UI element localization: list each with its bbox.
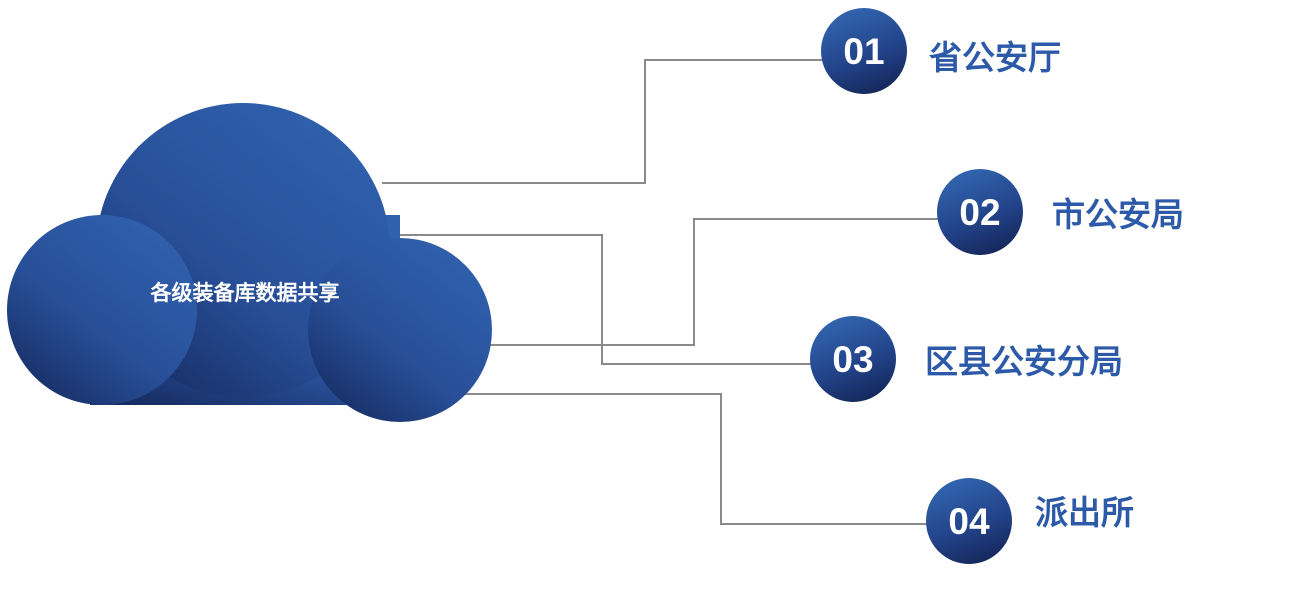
node-02-ball [937,169,1023,255]
node-03: 03 区县公安分局 [810,316,1123,402]
node-03-ball [810,316,896,402]
connector-02 [488,218,938,346]
connector-01 [382,59,822,184]
node-04-number: 04 [948,501,990,542]
node-02-number: 02 [959,192,1000,233]
node-03-number: 03 [832,339,873,380]
node-04-ball [926,478,1012,564]
cloud-label: 各级装备库数据共享 [150,281,340,305]
cloud: 各级装备库数据共享 [7,103,492,422]
node-01-label: 省公安厅 [929,38,1061,77]
cloud-shape [7,103,492,422]
connector-04 [440,393,928,525]
node-03-label: 区县公安分局 [925,342,1123,381]
node-04-label: 派出所 [1035,493,1134,532]
connector-03 [397,234,812,365]
connector-lines [382,59,938,525]
node-02-label: 市公安局 [1052,195,1184,234]
node-02: 02 市公安局 [937,169,1184,255]
node-04: 04 派出所 [926,478,1134,564]
node-01-ball [821,8,907,94]
node-01: 01 省公安厅 [821,8,1061,94]
node-01-number: 01 [843,31,884,72]
